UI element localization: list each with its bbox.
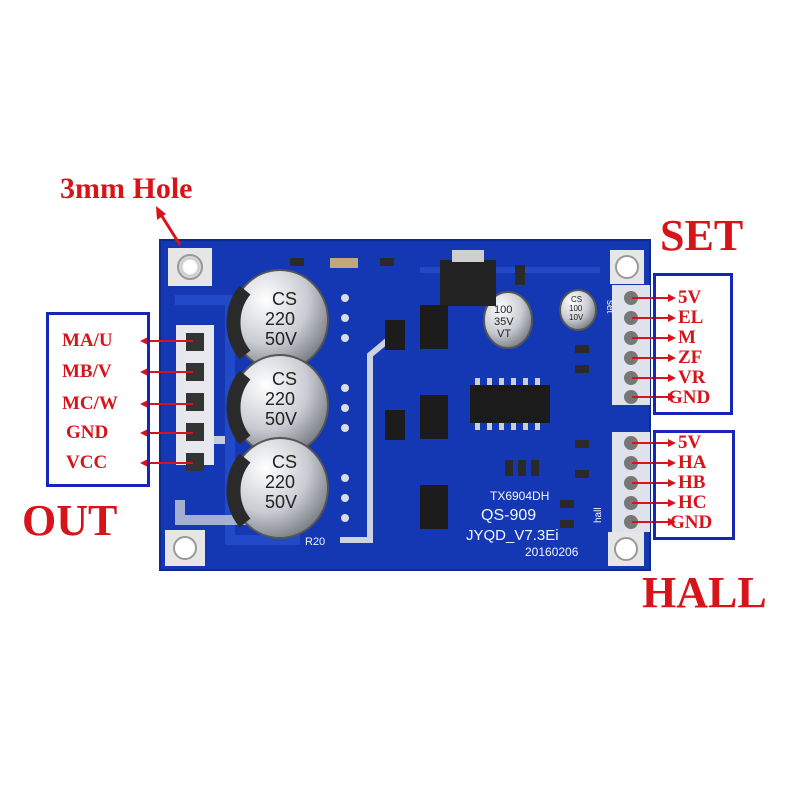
set-pin-label: 5V bbox=[678, 287, 702, 308]
svg-text:35V: 35V bbox=[494, 316, 514, 328]
hall-pin-label: HB bbox=[678, 472, 706, 493]
mounting-hole-icon bbox=[608, 532, 644, 566]
out-pin-box bbox=[46, 312, 150, 487]
set-title: SET bbox=[660, 211, 744, 260]
capacitor-icon: CS 220 50V bbox=[226, 437, 329, 539]
out-pin-label: MB/V bbox=[62, 361, 112, 382]
hall-pin-label: HC bbox=[678, 492, 707, 513]
set-pin-label: EL bbox=[678, 307, 704, 328]
capacitor-icon: CS 220 50V bbox=[226, 354, 329, 456]
mosfet-icon bbox=[420, 305, 448, 349]
set-pin-box bbox=[653, 273, 733, 415]
out-arrows bbox=[140, 337, 193, 467]
silk-hall: hall bbox=[593, 507, 604, 523]
out-pin-label: MC/W bbox=[62, 393, 118, 414]
silk-date: 20160206 bbox=[525, 545, 579, 559]
ic-chip-icon bbox=[470, 378, 550, 430]
hall-pin-box bbox=[653, 430, 735, 540]
mosfet-icon bbox=[385, 320, 405, 350]
svg-text:100: 100 bbox=[494, 304, 512, 316]
output-terminal-block bbox=[176, 325, 214, 471]
svg-text:220: 220 bbox=[265, 472, 295, 492]
out-pin-label: VCC bbox=[66, 452, 108, 473]
svg-text:220: 220 bbox=[265, 389, 295, 409]
cap-brand: CS bbox=[272, 289, 297, 309]
mounting-hole-icon bbox=[610, 250, 644, 284]
set-pin-label: ZF bbox=[678, 347, 703, 368]
silk-model: QS-909 bbox=[481, 507, 536, 524]
svg-text:10V: 10V bbox=[569, 313, 584, 322]
regulator-icon bbox=[440, 250, 496, 306]
svg-text:CS: CS bbox=[272, 452, 297, 472]
silk-set: set bbox=[604, 300, 615, 314]
out-pin-label: GND bbox=[66, 422, 109, 443]
mosfet-icon bbox=[420, 485, 448, 529]
set-arrows bbox=[632, 294, 676, 401]
set-pin-label: GND bbox=[668, 387, 711, 408]
mounting-hole-icon bbox=[168, 248, 212, 286]
capacitor-icon: CS 220 50V bbox=[226, 269, 329, 371]
svg-text:50V: 50V bbox=[265, 409, 297, 429]
mosfet-icon bbox=[420, 395, 448, 439]
mounting-hole-icon bbox=[165, 530, 205, 566]
hall-arrows bbox=[632, 439, 676, 526]
svg-text:100: 100 bbox=[569, 304, 583, 313]
hall-title: HALL bbox=[642, 568, 767, 617]
set-header-pins bbox=[612, 285, 650, 405]
svg-text:220: 220 bbox=[265, 309, 295, 329]
arrow-icon bbox=[156, 206, 182, 246]
capacitor-icon: CS 100 10V bbox=[559, 289, 597, 331]
silk-resistor: R20 bbox=[305, 536, 325, 548]
out-title: OUT bbox=[22, 496, 118, 545]
out-pin-label: MA/U bbox=[62, 330, 113, 351]
svg-text:50V: 50V bbox=[265, 492, 297, 512]
set-pin-label: M bbox=[678, 327, 696, 348]
hole-label: 3mm Hole bbox=[60, 172, 193, 205]
set-pin-label: VR bbox=[678, 367, 706, 388]
hall-pin-label: GND bbox=[670, 512, 713, 533]
svg-text:CS: CS bbox=[272, 369, 297, 389]
silk-version: JYQD_V7.3Ei bbox=[466, 527, 559, 544]
svg-text:VT: VT bbox=[497, 328, 511, 340]
svg-text:CS: CS bbox=[571, 295, 582, 304]
mosfet-icon bbox=[385, 410, 405, 440]
silk-driver-chip: TX6904DH bbox=[490, 489, 549, 503]
svg-text:50V: 50V bbox=[265, 329, 297, 349]
hall-pin-label: HA bbox=[678, 452, 707, 473]
hall-pin-label: 5V bbox=[678, 432, 702, 453]
